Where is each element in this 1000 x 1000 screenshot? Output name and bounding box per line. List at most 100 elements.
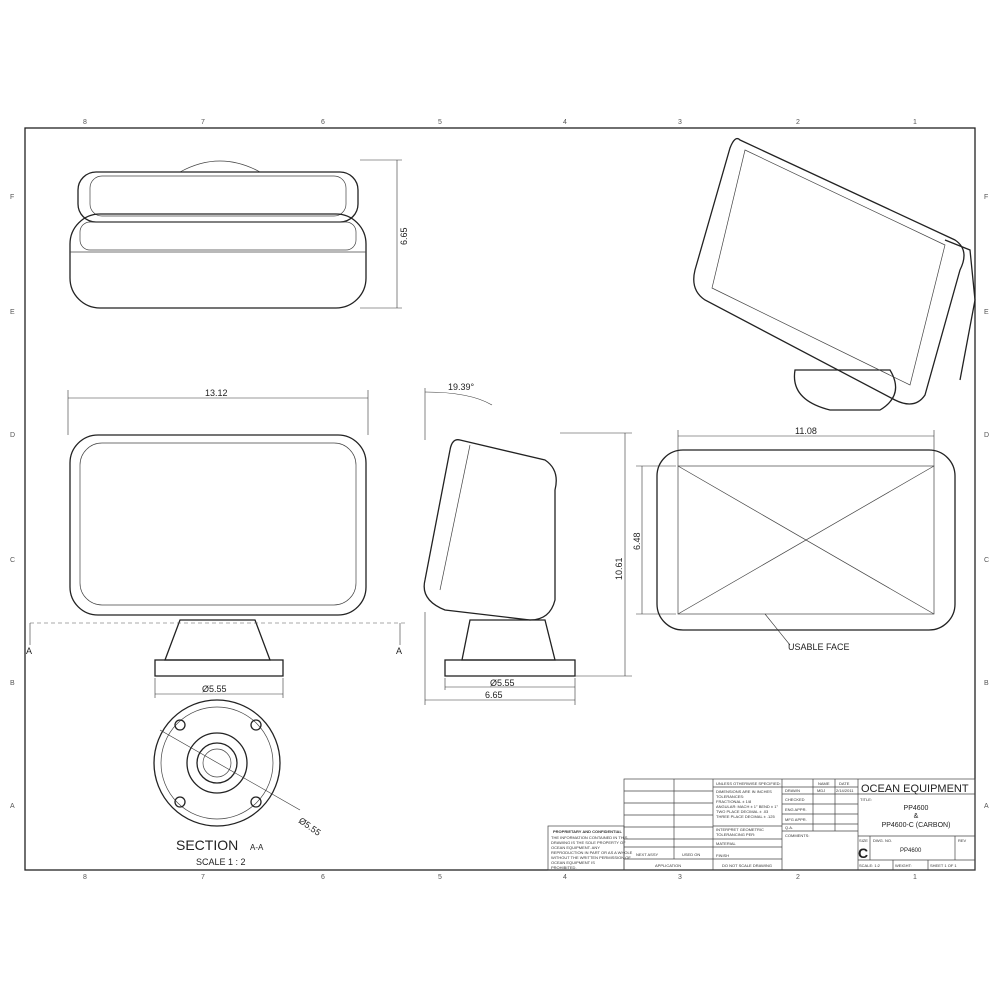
geo-tol: INTERPRET GEOMETRIC (716, 827, 764, 832)
material-label: MATERIAL (716, 841, 736, 846)
do-not-scale-label: DO NOT SCALE DRAWING (722, 863, 772, 868)
zone-rows-left: F E D C B A (10, 194, 15, 810)
sheet-label: SHEET 1 OF 1 (930, 863, 957, 868)
zone-columns-bottom: 8 7 6 5 4 3 2 1 (83, 874, 917, 881)
zone-col: 1 (913, 874, 917, 881)
company-name: OCEAN EQUIPMENT (861, 783, 969, 795)
zone-row: B (984, 680, 989, 687)
sheet-border (24, 127, 976, 871)
zone-col: 2 (796, 874, 800, 881)
zone-col: 6 (321, 119, 325, 126)
zone-col: 1 (913, 119, 917, 126)
section-scale: SCALE 1 : 2 (196, 857, 246, 867)
zone-col: 4 (563, 119, 567, 126)
zone-col: 2 (796, 119, 800, 126)
dim-tilt-angle: 19.39° (448, 382, 475, 392)
dim-front-width: 13.12 (205, 388, 228, 398)
proprietary-line: DRAWING IS THE SOLE PROPERTY OF (551, 840, 626, 845)
dim-face-height: 6.48 (632, 532, 642, 550)
title-block: UNLESS OTHERWISE SPECIFIED: DIMENSIONS A… (623, 778, 976, 871)
section-title: SECTION (176, 837, 238, 853)
date-header: DATE (839, 781, 850, 786)
next-assy-label: NEXT ASSY (636, 852, 658, 857)
spec-line: TWO PLACE DECIMAL ± .03 (716, 809, 769, 814)
scale-label: SCALE: 1:2 (859, 863, 881, 868)
zone-columns-top: 8 7 6 5 4 3 2 1 (83, 119, 917, 126)
rev-label: REV (958, 838, 967, 843)
drawn-name: MDJ (817, 788, 825, 793)
zone-col: 8 (83, 874, 87, 881)
zone-row: A (10, 803, 15, 810)
dim-face-width: 11.08 (795, 426, 817, 436)
section-marker-right: A (396, 646, 402, 656)
zone-row: A (984, 803, 989, 810)
spec-line: THREE PLACE DECIMAL ± .125 (716, 814, 776, 819)
zone-row: D (10, 432, 15, 439)
eng-appr-label: ENG APPR. (785, 807, 807, 812)
proprietary-line: PROHIBITED. (551, 865, 577, 870)
zone-col: 6 (321, 874, 325, 881)
title-line: & (914, 813, 919, 820)
zone-col: 7 (201, 874, 205, 881)
zone-rows-right: F E D C B A (984, 194, 989, 810)
proprietary-notice: PROPRIETARY AND CONFIDENTIAL THE INFORMA… (547, 825, 633, 871)
dim-side-base-dia: Ø5.55 (490, 678, 515, 688)
application-label: APPLICATION (655, 863, 681, 868)
size-value: C (858, 845, 868, 861)
size-label: SIZE (859, 838, 868, 843)
spec-header: UNLESS OTHERWISE SPECIFIED: (716, 781, 781, 786)
front-view: A A 13.12 Ø5.55 (26, 388, 405, 698)
title-line: PP4600-C (CARBON) (882, 822, 951, 829)
zone-row: F (984, 194, 988, 201)
face-view: 11.08 6.48 USABLE FACE (632, 426, 956, 652)
geo-tol: TOLERANCING PER: (716, 832, 755, 837)
dim-section-dia: Ø5.55 (297, 815, 323, 837)
spec-line: ANGULAR: MACH ± 1° BEND ± 1° (716, 804, 778, 809)
spec-line: TOLERANCES: (716, 794, 744, 799)
zone-row: C (984, 557, 989, 564)
section-id: A-A (250, 843, 264, 852)
dwg-no-label: DWG. NO. (873, 838, 892, 843)
zone-row: E (10, 309, 15, 316)
proprietary-line: OCEAN EQUIPMENT IS (551, 860, 595, 865)
mfg-appr-label: MFG APPR. (785, 817, 807, 822)
dim-front-base-dia: Ø5.55 (202, 684, 227, 694)
zone-col: 3 (678, 874, 682, 881)
zone-col: 3 (678, 119, 682, 126)
dim-top-height: 6.65 (399, 227, 409, 245)
zone-col: 4 (563, 874, 567, 881)
isometric-view (693, 137, 976, 411)
qa-label: Q.A. (785, 825, 793, 830)
usable-face-label: USABLE FACE (788, 642, 850, 652)
used-on-label: USED ON (682, 852, 700, 857)
zone-col: 7 (201, 119, 205, 126)
zone-col: 5 (438, 119, 442, 126)
top-view: 6.65 (69, 159, 409, 309)
checked-label: CHECKED (785, 797, 805, 802)
proprietary-line: OCEAN EQUIPMENT. ANY (551, 845, 600, 850)
proprietary-line: THE INFORMATION CONTAINED IN THIS (551, 835, 628, 840)
zone-row: D (984, 432, 989, 439)
section-marker-left: A (26, 646, 32, 656)
zone-row: C (10, 557, 15, 564)
dwg-no: PP4600 (900, 848, 922, 854)
comments-label: COMMENTS: (785, 833, 809, 838)
zone-col: 5 (438, 874, 442, 881)
proprietary-title: PROPRIETARY AND CONFIDENTIAL (553, 829, 622, 834)
section-view: Ø5.55 SECTION A-A SCALE 1 : 2 (153, 699, 323, 867)
drawn-label: DRAWN (785, 788, 800, 793)
side-view: 19.39° 10.61 Ø5.55 6.65 (423, 382, 632, 705)
name-header: NAME (818, 781, 830, 786)
dim-side-height: 10.61 (614, 557, 624, 580)
zone-row: F (10, 194, 14, 201)
proprietary-line: REPRODUCTION IN PART OR AS A WHOLE (551, 850, 633, 855)
spec-line: FRACTIONAL ± 1/8 (716, 799, 752, 804)
drawn-date: 2/14/2011 (836, 788, 854, 793)
spec-line: DIMENSIONS ARE IN INCHES (716, 789, 772, 794)
dim-side-depth: 6.65 (485, 690, 503, 700)
zone-row: E (984, 309, 989, 316)
finish-label: FINISH (716, 853, 729, 858)
weight-label: WEIGHT: (895, 863, 912, 868)
title-line: PP4600 (904, 805, 929, 812)
